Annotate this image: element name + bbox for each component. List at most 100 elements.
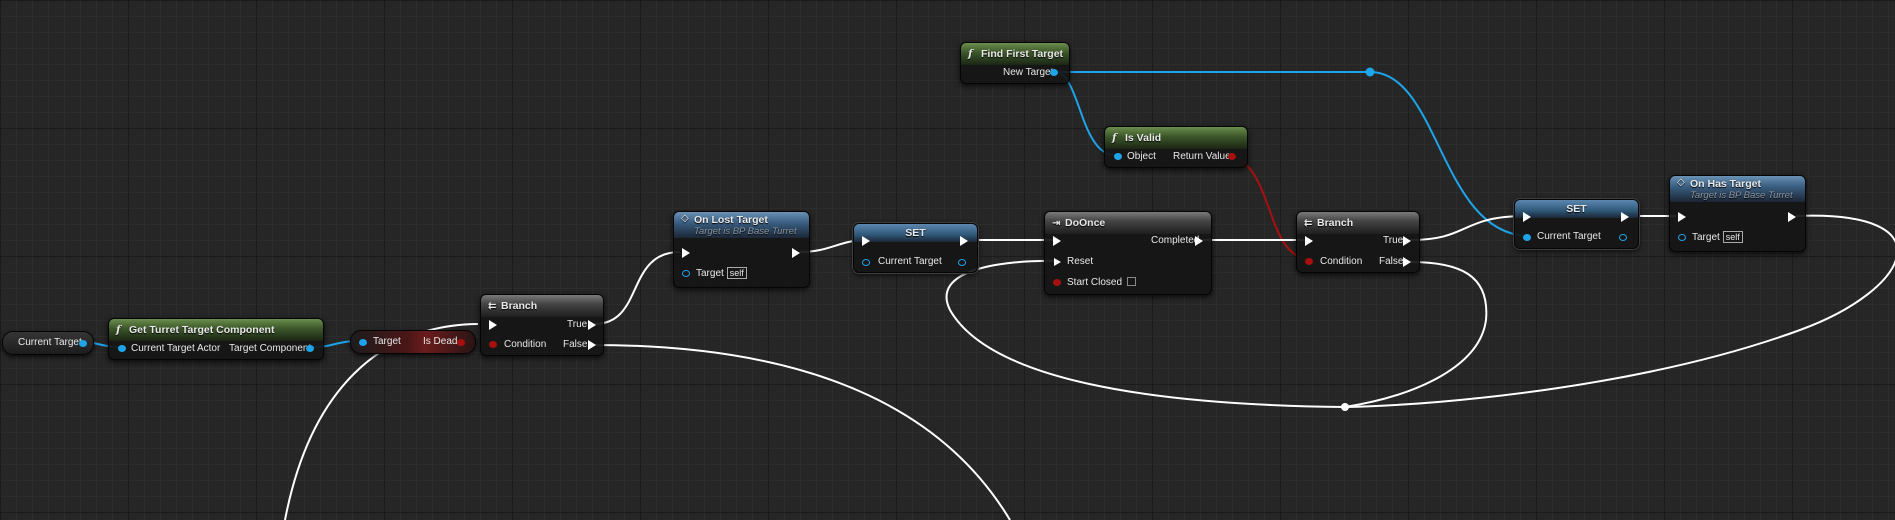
branch-2-false-pin[interactable]: [1403, 257, 1411, 267]
branch-1-exec-input-pin[interactable]: [489, 320, 497, 330]
set-1-header: SET: [854, 224, 977, 242]
do-once-start-closed-label: Start Closed: [1067, 277, 1123, 288]
branch-2-header: ⇇ Branch: [1297, 212, 1419, 234]
branch-2-true-pin[interactable]: [1403, 236, 1411, 246]
branch-2-title: Branch: [1317, 217, 1354, 229]
on-has-target-target-pin[interactable]: [1678, 234, 1686, 241]
do-once-completed-pin[interactable]: [1195, 236, 1203, 246]
event-diamond-icon: ◇: [1677, 177, 1685, 188]
on-lost-target-title: On Lost Target: [694, 214, 768, 226]
is-valid-node[interactable]: f Is Valid Object Return Value: [1104, 126, 1248, 168]
branch-2-exec-input-pin[interactable]: [1305, 236, 1313, 246]
function-icon: f: [116, 324, 121, 336]
set-2-current-target-output-pin[interactable]: [1619, 234, 1627, 241]
current-target-actor-label: Current Target Actor: [131, 343, 221, 354]
get-turret-target-component-node[interactable]: f Get Turret Target Component Current Ta…: [108, 318, 324, 360]
wire-reroute-knot-blue: [1365, 67, 1375, 77]
on-lost-target-header: ◇ On Lost Target Target is BP Base Turre…: [674, 212, 809, 238]
branch-1-true-label: True: [567, 319, 588, 330]
new-target-output-pin[interactable]: [1050, 69, 1058, 76]
is-valid-return-value-pin[interactable]: [1228, 153, 1236, 160]
branch-1-title: Branch: [501, 300, 538, 312]
set-2-current-target-input-pin[interactable]: [1523, 234, 1531, 241]
set-2-exec-input-pin[interactable]: [1523, 212, 1531, 222]
on-has-target-subtitle: Target is BP Base Turret: [1690, 190, 1793, 201]
current-target-label: Current Target: [18, 337, 82, 348]
get-turret-target-component-title: Get Turret Target Component: [129, 324, 275, 336]
on-has-target-exec-output-pin[interactable]: [1788, 212, 1796, 222]
do-once-reset-label: Reset: [1067, 256, 1094, 267]
current-target-actor-input-pin[interactable]: [118, 345, 126, 352]
function-icon: f: [1112, 132, 1117, 144]
get-turret-target-component-header: f Get Turret Target Component: [109, 319, 323, 341]
do-once-start-closed-checkbox[interactable]: [1127, 277, 1137, 286]
do-once-icon: ⇥: [1052, 218, 1061, 229]
current-target-output-pin[interactable]: [79, 340, 87, 347]
set-1-node[interactable]: SET Current Target: [853, 223, 978, 273]
is-dead-output-pin[interactable]: [457, 339, 465, 346]
do-once-exec-input-pin[interactable]: [1053, 236, 1061, 246]
branch-2-condition-pin[interactable]: [1305, 258, 1313, 265]
set-2-node[interactable]: SET Current Target: [1514, 199, 1639, 249]
branch-1-false-pin[interactable]: [588, 340, 596, 350]
is-dead-target-input-pin[interactable]: [359, 339, 367, 346]
wire-new-target-to-set: [1055, 71, 1531, 237]
wire-exec-false-offscreen: [593, 344, 1011, 520]
branch-1-node[interactable]: ⇇ Branch True Condition False: [480, 294, 604, 356]
is-valid-title: Is Valid: [1125, 132, 1162, 144]
branch-1-false-label: False: [563, 339, 588, 350]
wire-exec-true-to-set: [1409, 215, 1527, 241]
wire-exec-incoming-to-branch: [284, 323, 479, 520]
is-dead-node[interactable]: Target Is Dead: [350, 330, 476, 354]
on-lost-target-exec-output-pin[interactable]: [792, 248, 800, 258]
set-1-current-target-label: Current Target: [878, 256, 942, 267]
do-once-node[interactable]: ⇥ DoOnce Completed Reset Start Closed: [1044, 211, 1212, 295]
wire-exec-true-to-lost: [593, 251, 681, 325]
set-1-exec-input-pin[interactable]: [862, 236, 870, 246]
wire-exec-has-target-loop: [1344, 214, 1895, 408]
on-lost-target-node[interactable]: ◇ On Lost Target Target is BP Base Turre…: [673, 211, 810, 288]
on-has-target-header: ◇ On Has Target Target is BP Base Turret: [1670, 176, 1805, 202]
branch-2-false-label: False: [1379, 256, 1404, 267]
branch-1-true-pin[interactable]: [588, 320, 596, 330]
find-first-target-node[interactable]: f Find First Target New Target: [960, 42, 1070, 84]
set-1-exec-output-pin[interactable]: [960, 236, 968, 246]
branch-2-node[interactable]: ⇇ Branch True Condition False: [1296, 211, 1420, 273]
branch-1-condition-pin[interactable]: [489, 341, 497, 348]
set-2-current-target-label: Current Target: [1537, 231, 1601, 242]
on-lost-target-subtitle: Target is BP Base Turret: [694, 226, 797, 237]
on-has-target-title: On Has Target: [1690, 178, 1761, 190]
on-has-target-exec-input-pin[interactable]: [1678, 212, 1686, 222]
set-2-exec-output-pin[interactable]: [1621, 212, 1629, 222]
event-diamond-icon: ◇: [681, 213, 689, 224]
is-valid-object-input-pin[interactable]: [1114, 153, 1122, 160]
target-component-output-pin[interactable]: [306, 345, 314, 352]
is-dead-output-label: Is Dead: [423, 336, 458, 347]
do-once-header: ⇥ DoOnce: [1045, 212, 1211, 234]
do-once-reset-pin[interactable]: [1054, 258, 1061, 266]
on-lost-target-target-label: Target: [696, 268, 724, 279]
is-valid-object-label: Object: [1127, 151, 1156, 162]
branch-1-condition-label: Condition: [504, 339, 547, 350]
set-2-header: SET: [1515, 200, 1638, 218]
do-once-start-closed-pin[interactable]: [1053, 279, 1061, 286]
on-lost-target-self-field[interactable]: self: [726, 267, 747, 279]
set-1-current-target-input-pin[interactable]: [862, 259, 870, 266]
target-component-label: Target Component: [229, 343, 312, 354]
wire-reroute-knot-white: [1341, 403, 1349, 411]
branch-icon: ⇇: [488, 301, 497, 312]
on-lost-target-exec-input-pin[interactable]: [682, 248, 690, 258]
branch-1-header: ⇇ Branch: [481, 295, 603, 317]
is-valid-header: f Is Valid: [1105, 127, 1247, 149]
current-target-getter-node[interactable]: Current Target: [2, 331, 94, 355]
on-has-target-node[interactable]: ◇ On Has Target Target is BP Base Turret…: [1669, 175, 1806, 252]
on-lost-target-target-pin[interactable]: [682, 270, 690, 277]
is-dead-target-label: Target: [373, 336, 401, 347]
on-has-target-self-field[interactable]: self: [1722, 231, 1743, 243]
find-first-target-title: Find First Target: [981, 48, 1064, 60]
set-1-current-target-output-pin[interactable]: [958, 259, 966, 266]
is-valid-return-value-label: Return Value: [1173, 151, 1231, 162]
function-icon: f: [968, 48, 973, 60]
